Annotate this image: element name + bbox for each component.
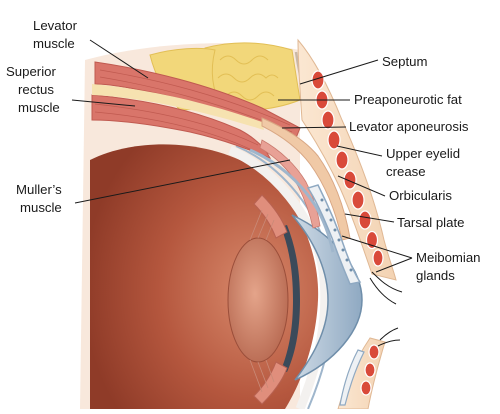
leader-levator-aponeurosis [281,126,347,129]
label-superior-rectus-muscle: Superior rectus muscle [6,64,60,115]
leader-tarsal-plate [344,213,395,223]
leader-meibomian-1 [341,235,413,259]
iris [281,225,300,372]
rectus-striations [94,103,259,151]
label-levator-muscle-line1: Levator [33,18,78,33]
lens [227,237,289,363]
label-meibomian-glands: Meibomian glands [416,250,484,283]
label-superior-rectus-line1: Superior [6,64,56,79]
intermuscular-fascia [92,84,264,130]
leader-levator-muscle [89,39,149,79]
label-meibomian-line2: glands [416,268,455,283]
fat-lobules [217,55,279,101]
ciliary-body-top [253,194,288,239]
label-upper-eyelid-crease: Upper eyelid crease [386,146,464,179]
label-mullers-line2: muscle [20,200,62,215]
label-upper-eyelid-crease-line2: crease [386,164,426,179]
conjunctiva [249,148,335,253]
leader-lines [71,39,413,273]
eyelashes-lower [377,327,401,347]
label-meibomian-line1: Meibomian [416,250,481,265]
leader-upper-eyelid-crease [336,145,383,157]
leader-septum [299,59,379,85]
zonule-fibers [249,209,275,393]
ciliary-body-bottom [253,361,288,405]
label-orbicularis: Orbicularis [389,188,452,203]
label-levator-muscle-line2: muscle [33,36,75,51]
leader-orbicularis [337,175,386,197]
eyelashes-upper [369,271,403,305]
label-tarsal-plate: Tarsal plate [397,215,464,230]
meibomian-gland-dots [320,198,353,272]
label-levator-aponeurosis: Levator aponeurosis [349,119,469,134]
label-preaponeurotic-fat: Preaponeurotic fat [354,92,462,107]
label-superior-rectus-line3: muscle [18,100,60,115]
lower-orbicularis-bundles [360,344,380,396]
label-upper-eyelid-crease-line1: Upper eyelid [386,146,460,161]
superior-rectus-muscle [91,94,272,159]
levator-aponeurosis [261,117,351,241]
label-mullers-muscle: Muller’s muscle [16,182,65,215]
leader-meibomian-2 [375,257,413,273]
leader-mullers-muscle [74,159,291,204]
label-superior-rectus-line2: rectus [18,82,54,97]
mullers-muscle [259,139,321,229]
label-levator-muscle: Levator muscle [33,18,81,51]
label-mullers-line1: Muller’s [16,182,62,197]
label-septum: Septum [382,54,427,69]
lower-tarsal-plate [339,349,365,406]
leader-superior-rectus [71,99,136,107]
